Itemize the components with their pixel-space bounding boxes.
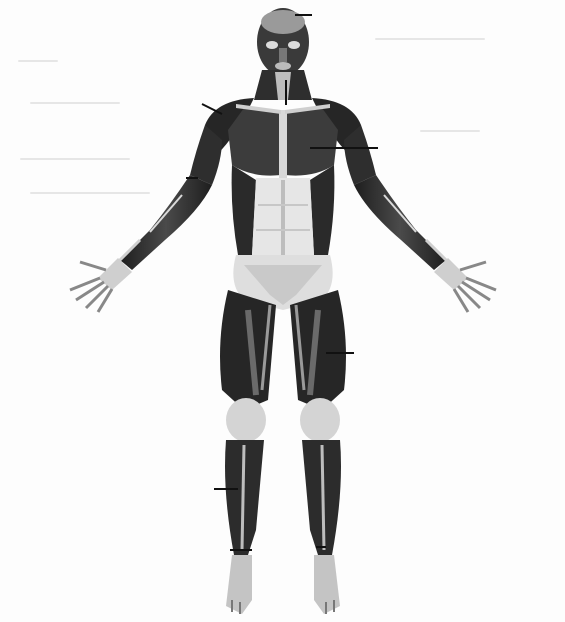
- right-hand: [70, 258, 132, 312]
- head: [257, 8, 309, 76]
- left-arm: [344, 125, 448, 270]
- abdominal-muscles: [252, 178, 314, 255]
- lower-leg-muscles: [225, 440, 341, 555]
- pectoral-muscles: [228, 104, 338, 180]
- left-hand: [434, 258, 496, 312]
- right-arm: [118, 125, 222, 270]
- knees: [226, 398, 340, 442]
- neck: [254, 70, 312, 100]
- feet: [226, 555, 340, 614]
